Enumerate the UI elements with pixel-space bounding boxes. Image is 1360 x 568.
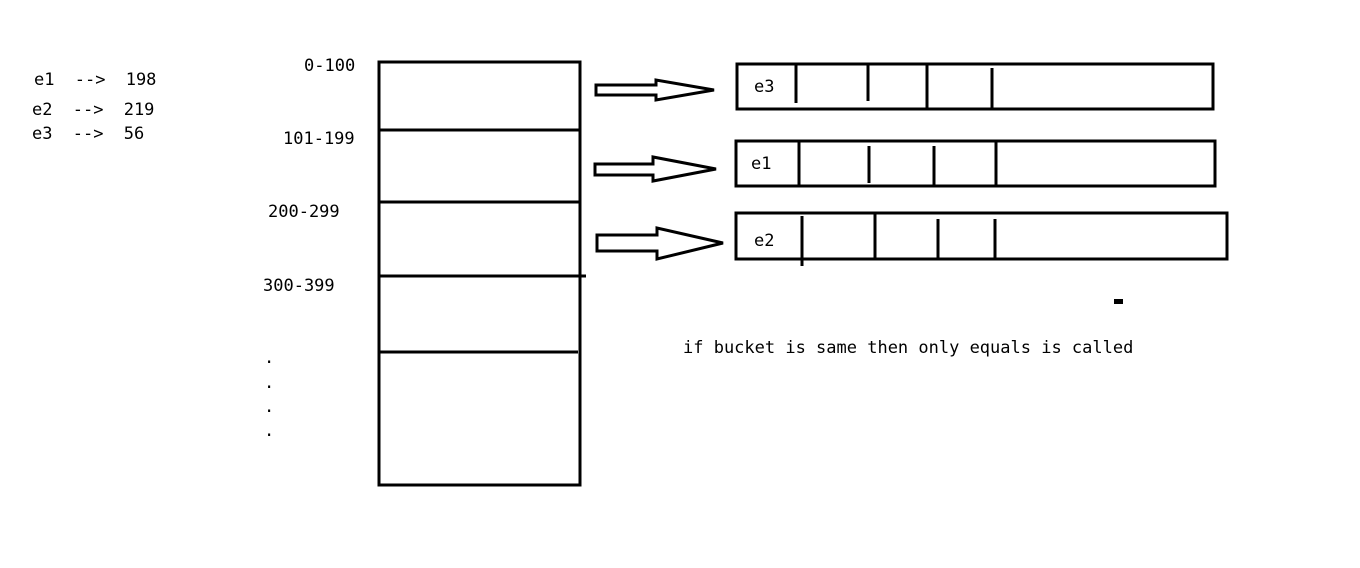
ellipsis-dot: . [264, 421, 274, 441]
mapping-arrow: --> [73, 100, 104, 120]
list-node-label: e2 [754, 231, 774, 251]
mapping-hash: 56 [124, 124, 144, 144]
mapping-hash: 198 [126, 70, 157, 90]
mapping-entry: e3 [32, 124, 52, 144]
ellipsis-dot: . [264, 373, 274, 393]
linked-list-frame [735, 62, 1215, 111]
bucket-arrows [593, 78, 724, 261]
bucket-range-label: 101-199 [283, 129, 355, 149]
linked-list: e2 [734, 211, 1229, 266]
linked-list-frame [734, 139, 1217, 188]
stray-mark [1114, 299, 1123, 304]
bucket-range-label: 0-100 [304, 56, 355, 76]
bucket-range-labels: 0-100 101-199 200-299 300-399 [263, 56, 355, 296]
mapping-entry: e1 [34, 70, 54, 90]
mapping-row-e2: e2 --> 219 [32, 100, 154, 120]
arrow-icon [593, 155, 717, 183]
list-node-label: e3 [754, 77, 774, 97]
mapping-entry: e2 [32, 100, 52, 120]
mapping-hash: 219 [124, 100, 155, 120]
mapping-arrow: --> [73, 124, 104, 144]
bucket-array-frame [377, 60, 582, 487]
arrow-icon [595, 226, 724, 261]
mapping-arrow: --> [75, 70, 106, 90]
mapping-row-e1: e1 --> 198 [34, 70, 156, 90]
note-text: if bucket is same then only equals is ca… [683, 338, 1133, 358]
ellipsis-dot: . [264, 397, 274, 417]
ellipsis-dot: . [264, 348, 274, 368]
hash-mapping-legend: e1 --> 198 e2 --> 219 e3 --> 56 [32, 70, 156, 144]
linked-list: e1 [734, 139, 1217, 188]
ellipsis-dots: . . . . [264, 348, 274, 441]
list-node-label: e1 [751, 154, 771, 174]
linked-list-frame [734, 211, 1229, 261]
linked-list: e3 [735, 62, 1215, 111]
bucket-range-label: 300-399 [263, 276, 335, 296]
bucket-range-label: 200-299 [268, 202, 340, 222]
arrow-icon [594, 78, 715, 102]
bucket-array [377, 60, 586, 487]
mapping-row-e3: e3 --> 56 [32, 124, 144, 144]
